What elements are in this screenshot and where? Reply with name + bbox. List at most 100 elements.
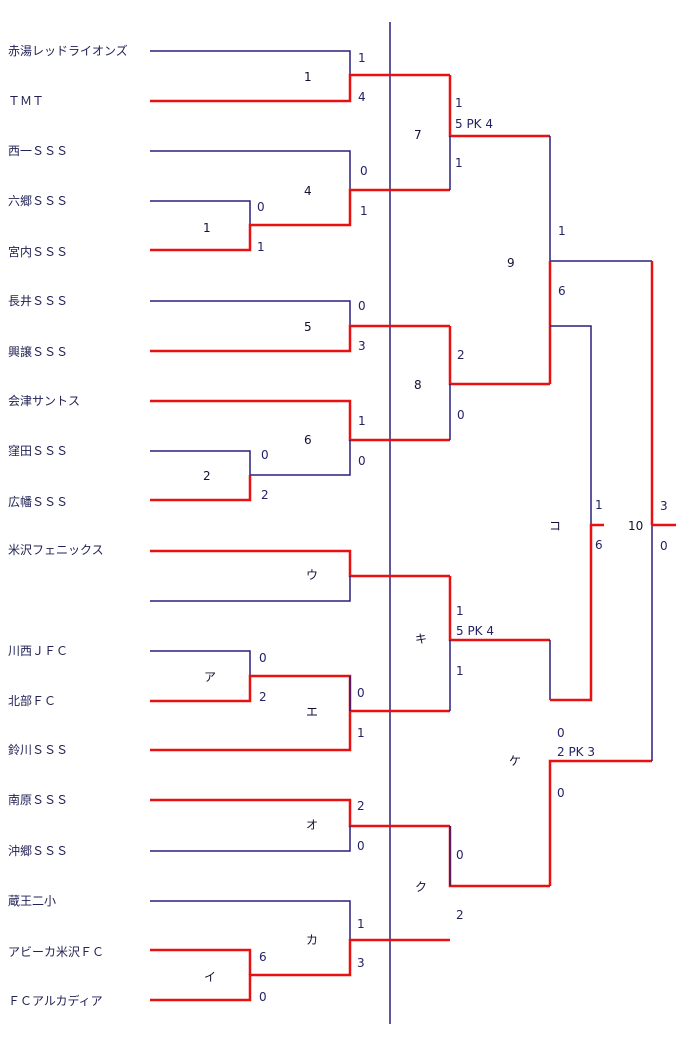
match-label: オ	[306, 818, 319, 832]
match-label: 6	[304, 433, 312, 447]
score-pk: 5 PK 4	[456, 624, 495, 638]
team-name: ＴＭＴ	[8, 94, 45, 108]
bracket-line	[150, 150, 351, 190]
score: 1	[455, 156, 463, 170]
bracket-line	[150, 650, 251, 676]
match-label: 4	[304, 184, 312, 198]
score: 0	[259, 651, 267, 665]
bracket-line-winner	[150, 711, 352, 752]
team-name: 蔵王二小	[8, 894, 57, 908]
team-name: 会津サントス	[8, 394, 81, 408]
match-label: 2	[203, 469, 211, 483]
team-name: 長井ＳＳＳ	[8, 294, 69, 308]
bracket-line-winner	[550, 523, 604, 702]
score: 6	[595, 538, 603, 552]
score: 1	[357, 917, 365, 931]
score: 0	[457, 408, 465, 422]
team-name: 川西ＪＦＣ	[8, 644, 69, 658]
team-name: 赤湯レッドライオンズ	[8, 44, 128, 58]
score: 1	[456, 604, 464, 618]
team-name: ＦＣアルカディア	[8, 994, 103, 1008]
match-label: 8	[414, 378, 422, 392]
score: 1	[357, 726, 365, 740]
bracket-line	[550, 325, 592, 525]
score: 1	[595, 498, 603, 512]
team-name: 南原ＳＳＳ	[8, 793, 69, 807]
score: 1	[360, 204, 368, 218]
score: 3	[357, 956, 365, 970]
bracket-line-winner	[150, 549, 450, 578]
score: 1	[558, 224, 566, 238]
team-name: 宮内ＳＳＳ	[8, 245, 69, 259]
match-label: ウ	[306, 568, 319, 582]
match-label: イ	[204, 970, 217, 984]
bracket-line-winner	[150, 324, 450, 353]
score-pk: 5 PK 4	[455, 117, 494, 131]
score: 0	[261, 448, 269, 462]
score: 2	[457, 348, 465, 362]
score: 1	[358, 414, 366, 428]
score: 4	[358, 90, 366, 104]
match-label: ア	[204, 670, 217, 684]
score: 0	[360, 164, 368, 178]
match-label: カ	[306, 933, 319, 947]
score: 0	[456, 848, 464, 862]
score: 1	[455, 96, 463, 110]
score: 1	[257, 240, 265, 254]
score: 2	[261, 488, 269, 502]
match-label: 10	[628, 519, 644, 533]
team-name: 北部ＦＣ	[8, 694, 57, 708]
match-label: 9	[507, 256, 515, 270]
score: 0	[660, 539, 668, 553]
score-pk: 2 PK 3	[557, 745, 596, 759]
bracket-line	[150, 576, 351, 602]
score: 0	[257, 200, 265, 214]
match-label: キ	[415, 632, 428, 646]
bracket-line-winner	[548, 759, 652, 886]
bracket-line	[150, 200, 251, 225]
score: 6	[558, 284, 566, 298]
bracket-line-winner	[150, 798, 450, 828]
team-name: 興譲ＳＳＳ	[8, 345, 69, 359]
bracket-line	[150, 300, 351, 326]
score: 0	[259, 990, 267, 1004]
team-name: 窪田ＳＳＳ	[8, 444, 69, 458]
bracket-line-winner	[150, 73, 450, 103]
bracket-line	[150, 50, 351, 75]
team-list: 赤湯レッドライオンズ ＴＭＴ 西一ＳＳＳ 六郷ＳＳＳ 宮内ＳＳＳ 長井ＳＳＳ 興…	[0, 0, 150, 1050]
score: 2	[259, 690, 267, 704]
team-name: 鈴川ＳＳＳ	[8, 743, 69, 757]
match-label: 1	[304, 70, 312, 84]
bracket-line-winner	[150, 948, 252, 975]
team-name: 広幡ＳＳＳ	[8, 495, 69, 509]
bracket-line	[150, 900, 351, 940]
bracket-line	[150, 826, 351, 852]
score: 1	[456, 664, 464, 678]
score: 0	[357, 686, 365, 700]
match-label: 5	[304, 320, 312, 334]
bracket-line-winner	[150, 188, 450, 252]
match-label: 7	[414, 128, 422, 142]
match-label: 1	[203, 221, 211, 235]
team-name: 六郷ＳＳＳ	[8, 194, 69, 208]
score: 2	[357, 799, 365, 813]
match-label: エ	[306, 705, 319, 719]
match-label: ク	[415, 880, 428, 894]
score: 0	[358, 299, 366, 313]
bracket-line-winner	[150, 399, 450, 442]
team-name: 西一ＳＳＳ	[8, 144, 69, 158]
score: 0	[357, 839, 365, 853]
score: 3	[660, 499, 668, 513]
score: 3	[358, 339, 366, 353]
team-name: アビーカ米沢ＦＣ	[8, 945, 105, 959]
team-name: 沖郷ＳＳＳ	[8, 844, 69, 858]
match-label: コ	[549, 519, 562, 533]
score: 0	[358, 454, 366, 468]
team-name: 米沢フェニックス	[8, 543, 104, 557]
score: 0	[557, 726, 565, 740]
match-label: ケ	[509, 754, 522, 768]
score: 0	[557, 786, 565, 800]
bracket-line-winner	[150, 938, 450, 1002]
